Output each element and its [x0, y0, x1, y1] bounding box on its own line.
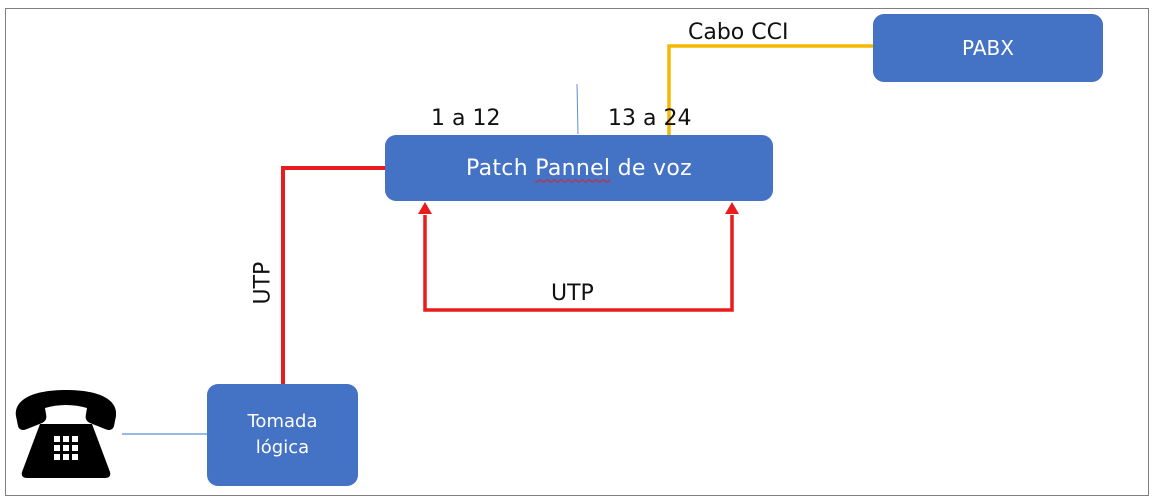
patch-panel-label: Patch Pannel de voz	[466, 156, 692, 181]
tomada-label-line1: Tomada	[247, 410, 318, 432]
utp-patch-label: UTP	[551, 281, 594, 306]
arrowhead-left	[418, 202, 432, 214]
tomada-label-line2: lógica	[255, 437, 310, 458]
utp-vertical-label: UTP	[250, 261, 276, 305]
pabx-node: PABX	[873, 14, 1103, 82]
telephone-icon	[15, 390, 117, 478]
port-divider-line	[576, 83, 579, 135]
cci-cable	[667, 44, 873, 138]
utp-patch-cord	[423, 215, 734, 312]
arrowhead-right	[725, 202, 739, 214]
tomada-label: Tomada lógica	[248, 409, 318, 461]
utp-cable-tomada	[281, 166, 385, 384]
cabo-cci-label: Cabo CCI	[688, 20, 789, 45]
ports-13-24-label: 13 a 24	[608, 106, 692, 131]
patch-panel-label-pre: Patch	[466, 155, 536, 181]
patch-panel-node: Patch Pannel de voz	[385, 135, 773, 201]
tomada-logica-node: Tomada lógica	[207, 384, 358, 486]
ports-1-12-label: 1 a 12	[431, 106, 501, 131]
patch-panel-label-post: de voz	[610, 155, 692, 181]
patch-panel-label-misspelled: Pannel	[535, 155, 611, 181]
pabx-label: PABX	[962, 36, 1014, 60]
